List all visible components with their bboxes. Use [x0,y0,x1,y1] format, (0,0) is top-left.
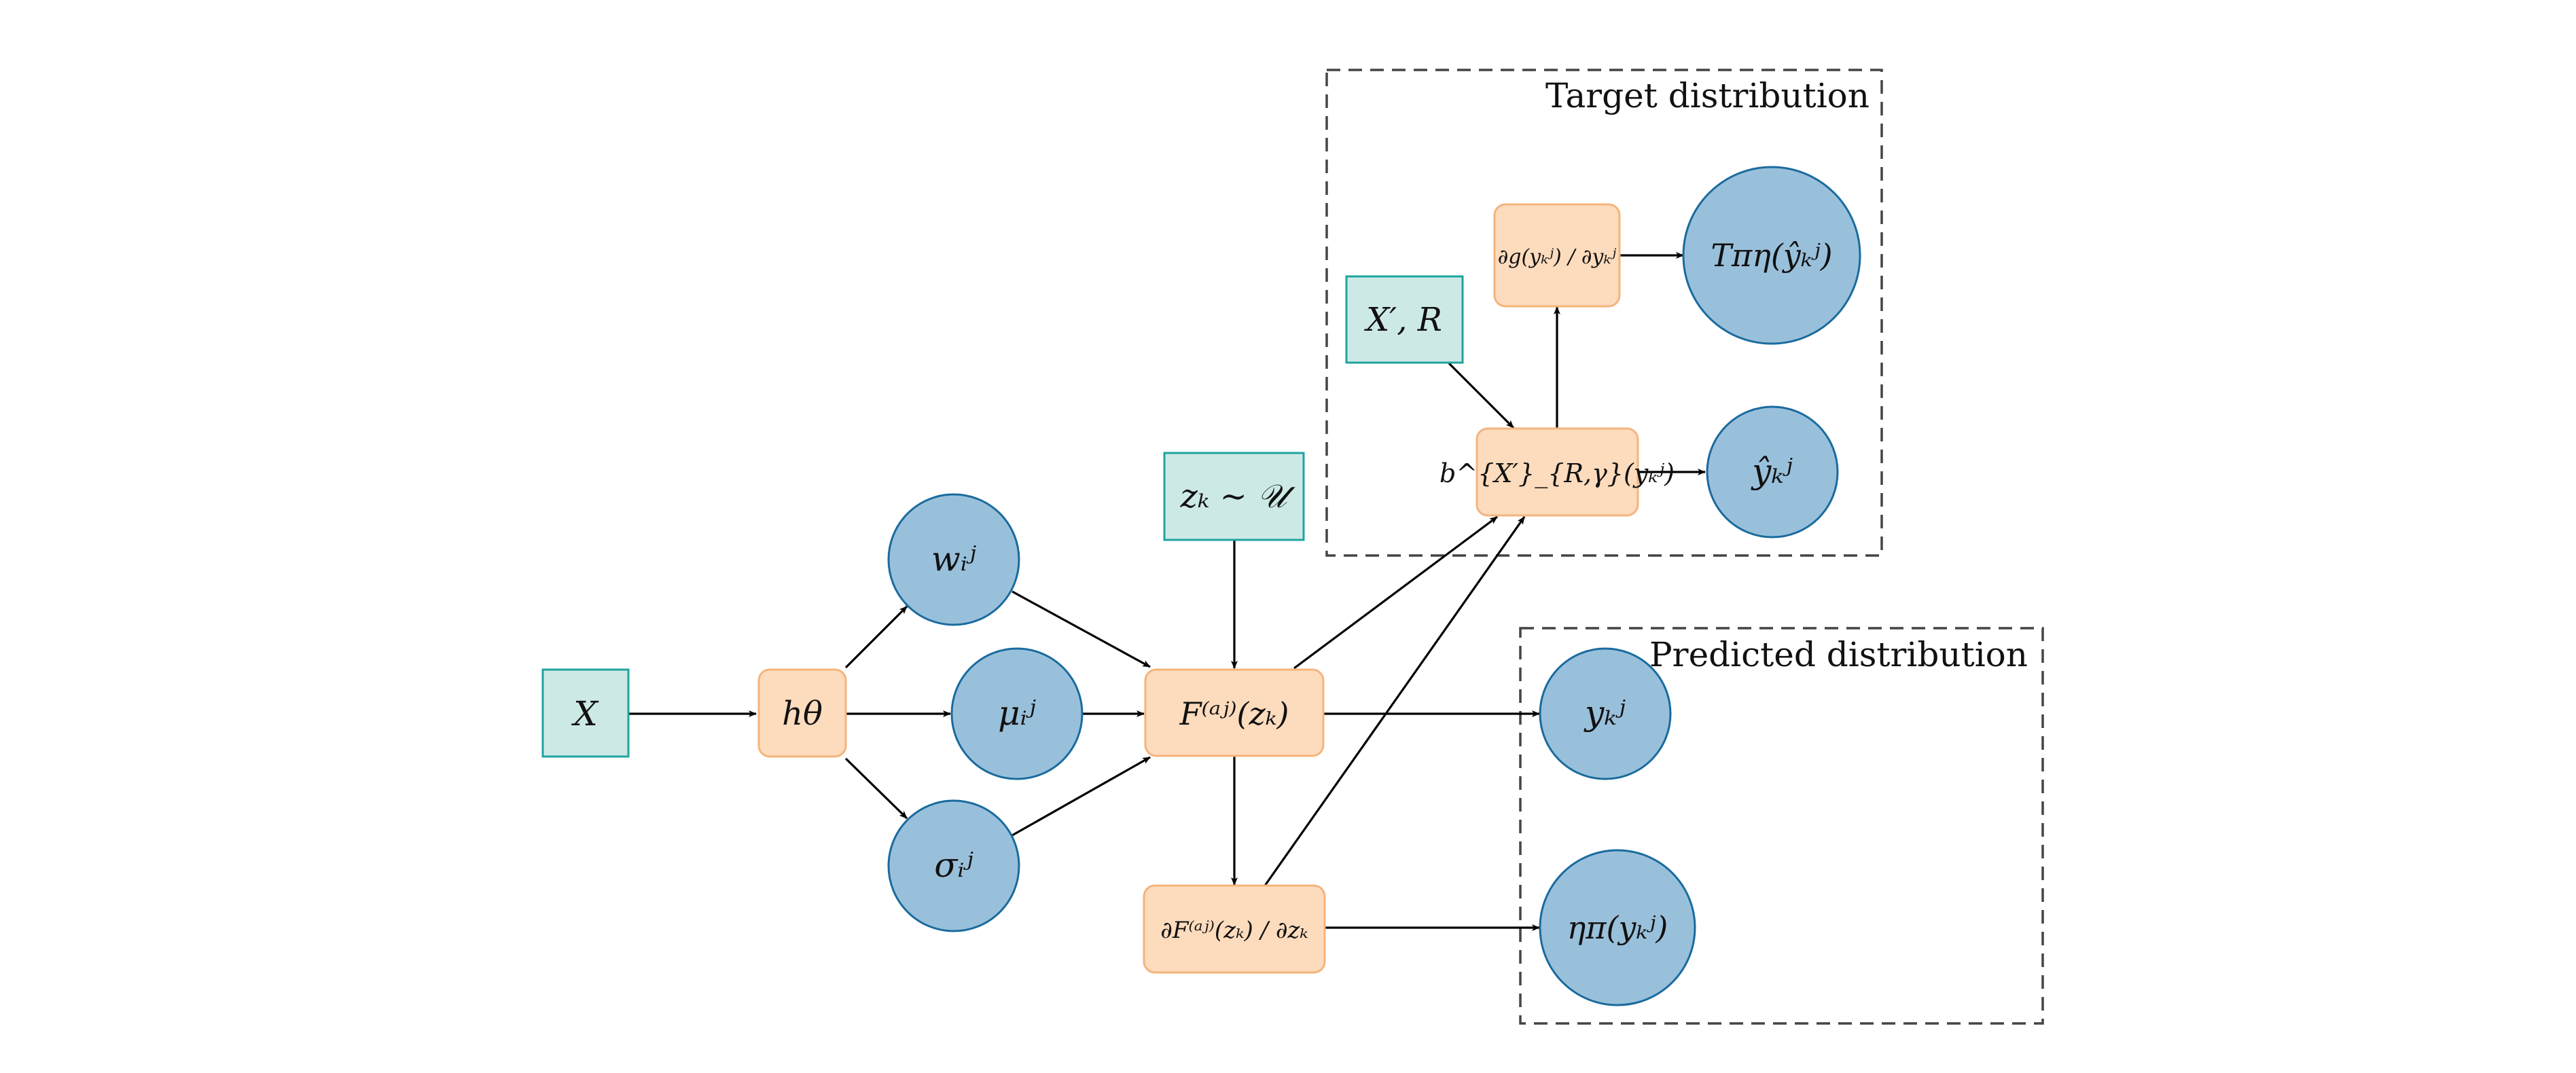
node-eta-label: ηπ(yₖʲ) [1567,909,1668,946]
node-eta: ηπ(yₖʲ) [1539,849,1696,1006]
target-distribution-frame: Target distribution [1325,69,1883,557]
node-sigma: σᵢʲ [887,799,1020,932]
node-b: b^{X′}_{R,γ}(yₖʲ) [1439,427,1675,517]
node-z-sample: zₖ ∼ 𝒰 [1163,452,1305,541]
edge-xr-to-b [1448,362,1515,429]
node-x-prime-r-label: X′, R [1363,301,1442,339]
node-h-theta: hθ [757,668,847,758]
edge-w-to-f [1012,590,1151,668]
target-distribution-title: Target distribution [1545,76,1870,115]
node-x-label: X [571,694,599,733]
node-sigma-label: σᵢʲ [934,845,973,885]
node-mu-label: μᵢʲ [998,693,1037,733]
node-dg-dy-label: ∂g(yₖʲ) / ∂yₖʲ [1498,245,1617,269]
node-t-eta-label: Tπη(ŷₖʲ) [1711,237,1832,274]
edge-h-to-w [844,605,908,669]
node-y-label: yₖʲ [1584,693,1626,733]
node-df-dz-label: ∂F⁽ᵃʲ⁾(zₖ) / ∂zₖ [1160,917,1308,944]
edges [628,252,1706,931]
node-t-eta: Tπη(ŷₖʲ) [1682,166,1861,345]
edge-f-to-b [1293,515,1498,670]
node-w-label: wᵢʲ [931,539,977,579]
node-f: F⁽ᵃʲ⁾(zₖ) [1144,668,1325,757]
node-y-hat: ŷₖʲ [1706,405,1839,539]
node-b-label: b^{X′}_{R,γ}(yₖʲ) [1439,458,1675,489]
node-x-prime-r: X′, R [1345,275,1464,364]
node-y: yₖʲ [1539,647,1672,780]
edge-h-to-sigma [844,757,908,820]
node-df-dz: ∂F⁽ᵃʲ⁾(zₖ) / ∂zₖ [1143,884,1326,974]
predicted-distribution-frame: Predicted distribution [1519,627,2044,1025]
node-y-hat-label: ŷₖʲ [1751,452,1793,491]
predicted-distribution-title: Predicted distribution [1649,635,2028,674]
node-w: wᵢʲ [887,493,1020,626]
node-h-theta-label: hθ [782,695,823,733]
edge-sigma-to-f [1012,756,1151,837]
node-f-label: F⁽ᵃʲ⁾(zₖ) [1179,695,1289,732]
node-x: X [541,668,630,758]
edge-df-to-b [1264,516,1526,886]
node-dg-dy: ∂g(yₖʲ) / ∂yₖʲ [1493,203,1621,308]
node-mu: μᵢʲ [950,647,1084,780]
node-z-sample-label: zₖ ∼ 𝒰 [1180,477,1296,515]
